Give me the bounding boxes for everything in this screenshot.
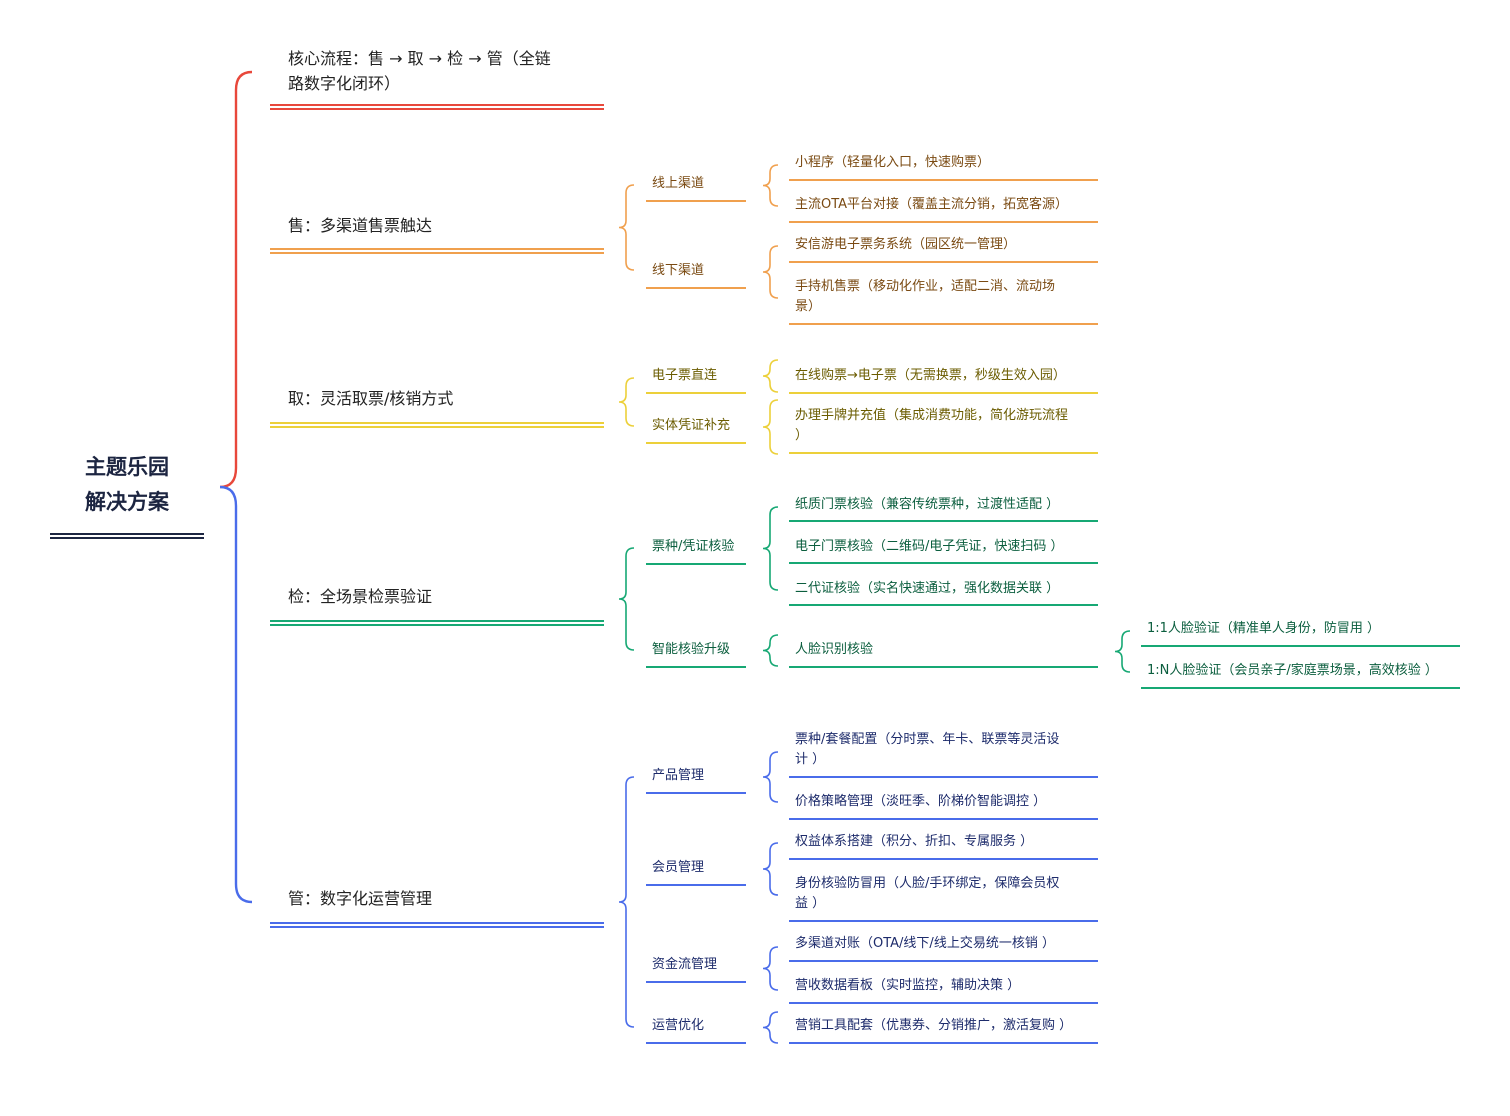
brace-connector: [618, 184, 635, 271]
node-ticket-verify[interactable]: 票种/凭证核验: [652, 539, 735, 554]
brace-connector: [1114, 630, 1131, 673]
root-title-line1: 主题乐园: [85, 455, 169, 479]
leaf[interactable]: 办理手牌并充值（集成消费功能，简化游玩流程 ）: [795, 406, 1068, 446]
branch-sell[interactable]: 售：多渠道售票触达: [288, 216, 433, 235]
node-smart-verify[interactable]: 智能核验升级: [652, 642, 731, 657]
leaf[interactable]: 营收数据看板（实时监控，辅助决策 ）: [795, 978, 1021, 993]
branch-core[interactable]: 核心流程：售 → 取 → 检 → 管（全链 路数字化闭环）: [288, 46, 551, 96]
node-physical-voucher[interactable]: 实体凭证补充: [652, 418, 731, 433]
branch-take[interactable]: 取：灵活取票/核销方式: [288, 389, 454, 408]
branch-check[interactable]: 检：全场景检票验证: [288, 587, 433, 606]
brace-connector: [618, 377, 635, 427]
leaf-line: 办理手牌并充值（集成消费功能，简化游玩流程: [795, 408, 1069, 423]
leaf[interactable]: 1:1人脸验证（精准单人身份，防冒用 ）: [1147, 621, 1381, 636]
branch-core-line1: 核心流程：售 → 取 → 检 → 管（全链: [288, 49, 551, 68]
brace-connector-bottom: [219, 485, 253, 904]
branch-core-line2: 路数字化闭环）: [288, 74, 401, 93]
brace-connector: [762, 842, 779, 896]
brace-connector: [762, 751, 779, 803]
node-face-recognition[interactable]: 人脸识别核验: [795, 642, 874, 657]
leaf-line: 计 ）: [795, 752, 826, 767]
brace-connector: [762, 164, 779, 207]
leaf[interactable]: 安信游电子票务系统（园区统一管理）: [795, 237, 1017, 252]
brace-connector: [762, 359, 779, 393]
leaf[interactable]: 二代证核验（实名快速通过，强化数据关联 ）: [795, 581, 1060, 596]
leaf[interactable]: 权益体系搭建（积分、折扣、专属服务 ）: [795, 834, 1034, 849]
leaf[interactable]: 价格策略管理（淡旺季、阶梯价智能调控 ）: [795, 794, 1047, 809]
leaf-line: 景）: [795, 299, 822, 314]
leaf[interactable]: 身份核验防冒用（人脸/手环绑定，保障会员权 益 ）: [795, 874, 1059, 914]
node-ops-optimize[interactable]: 运营优化: [652, 1018, 705, 1033]
branch-manage[interactable]: 管：数字化运营管理: [288, 889, 433, 908]
brace-connector: [762, 634, 779, 667]
leaf-line: 益 ）: [795, 896, 826, 911]
leaf-line: 手持机售票（移动化作业，适配二消、流动场: [795, 279, 1056, 294]
root-node[interactable]: 主题乐园 解决方案: [50, 450, 204, 520]
node-eticket-direct[interactable]: 电子票直连: [652, 368, 718, 383]
leaf[interactable]: 电子门票核验（二维码/电子凭证，快速扫码 ）: [795, 539, 1064, 554]
node-offline-channel[interactable]: 线下渠道: [652, 263, 705, 278]
leaf-line: ）: [795, 428, 809, 443]
node-product-mgmt[interactable]: 产品管理: [652, 768, 705, 783]
brace-connector: [762, 506, 779, 591]
leaf[interactable]: 主流OTA平台对接（覆盖主流分销，拓宽客源）: [795, 197, 1069, 212]
brace-connector: [618, 547, 635, 651]
leaf[interactable]: 多渠道对账（OTA/线下/线上交易统一核销 ）: [795, 936, 1055, 951]
leaf[interactable]: 手持机售票（移动化作业，适配二消、流动场 景）: [795, 277, 1055, 317]
brace-connector-top: [219, 70, 253, 489]
leaf[interactable]: 票种/套餐配置（分时票、年卡、联票等灵活设 计 ）: [795, 730, 1059, 770]
node-member-mgmt[interactable]: 会员管理: [652, 860, 705, 875]
brace-connector: [762, 245, 779, 299]
node-finance-mgmt[interactable]: 资金流管理: [652, 957, 718, 972]
leaf[interactable]: 纸质门票核验（兼容传统票种，过渡性适配 ）: [795, 497, 1060, 512]
leaf-line: 身份核验防冒用（人脸/手环绑定，保障会员权: [795, 876, 1060, 891]
leaf[interactable]: 小程序（轻量化入口，快速购票）: [795, 155, 991, 170]
leaf[interactable]: 1:N人脸验证（会员亲子/家庭票场景，高效核验 ）: [1147, 663, 1438, 678]
leaf[interactable]: 在线购票→电子票（无需换票，秒级生效入园）: [795, 368, 1066, 383]
root-title-line2: 解决方案: [85, 490, 169, 514]
brace-connector: [762, 1011, 779, 1044]
leaf[interactable]: 营销工具配套（优惠券、分销推广，激活复购 ）: [795, 1018, 1073, 1033]
brace-connector: [762, 399, 779, 455]
node-online-channel[interactable]: 线上渠道: [652, 176, 705, 191]
leaf-line: 票种/套餐配置（分时票、年卡、联票等灵活设: [795, 732, 1060, 747]
brace-connector: [762, 946, 779, 991]
brace-connector: [618, 776, 635, 1028]
